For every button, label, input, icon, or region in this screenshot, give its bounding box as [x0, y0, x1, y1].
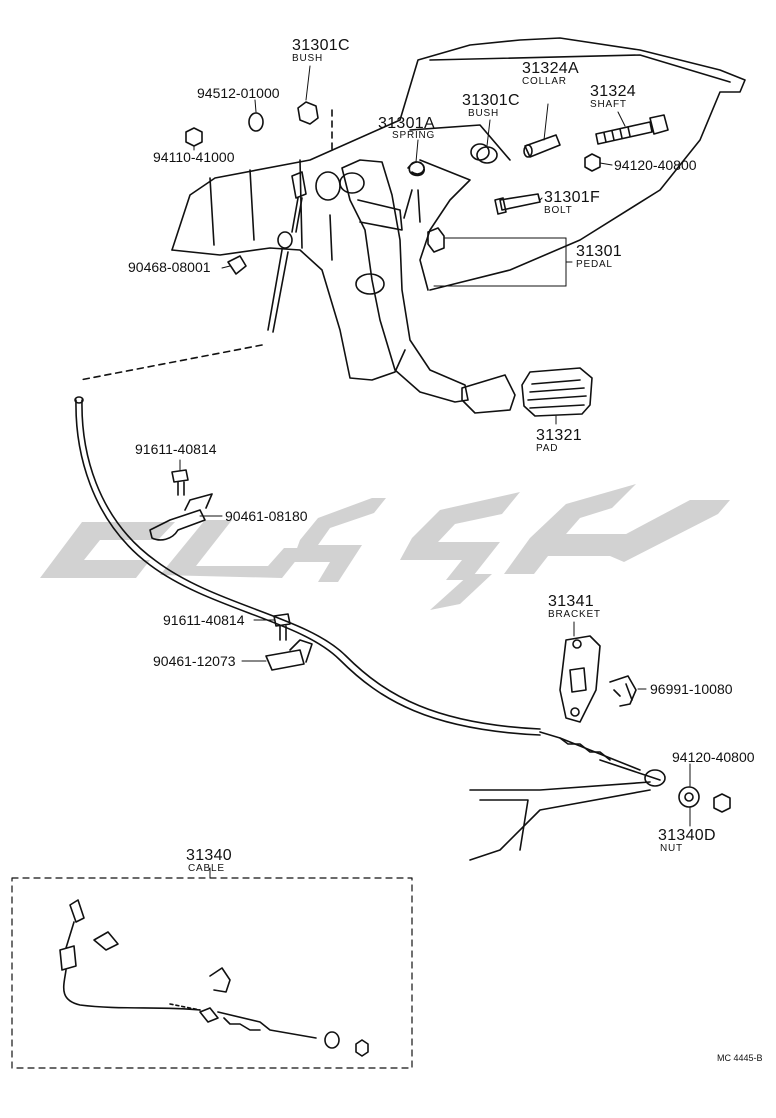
stop-bolt [494, 193, 541, 215]
shaft-nut [584, 153, 601, 172]
label-31324a: 31324A [522, 60, 579, 77]
name-31301c-mid: BUSH [468, 108, 499, 119]
nut-left [185, 127, 203, 147]
shaft-bolt [595, 114, 669, 145]
name-31324: SHAFT [590, 99, 627, 110]
bolt-91611-b [273, 613, 291, 641]
label-31340: 31340 [186, 847, 232, 864]
label-91611-a: 91611-40814 [135, 441, 217, 457]
cable-bracket [559, 635, 601, 723]
washer [248, 112, 264, 132]
label-31340d: 31340D [658, 827, 716, 844]
lock-nut [713, 793, 731, 813]
label-90461-a: 90461-08180 [225, 508, 308, 524]
figure-code: MC 4445-B [717, 1053, 763, 1063]
pedal-pad-mounted [461, 374, 516, 414]
watermark-logo [40, 484, 730, 610]
clip-90468 [227, 255, 247, 275]
clevis-rod [79, 171, 307, 381]
label-94110: 94110-41000 [153, 149, 235, 165]
label-31321: 31321 [536, 427, 582, 444]
name-31301: PEDAL [576, 259, 613, 270]
bush-mid [470, 143, 498, 164]
adjust-nut [678, 786, 700, 808]
label-94512: 94512-01000 [197, 85, 280, 101]
bush-top [297, 101, 319, 125]
release-fork [469, 781, 651, 861]
label-31324: 31324 [590, 83, 636, 100]
bolt-91611-a [171, 469, 189, 496]
name-31301c-top: BUSH [292, 53, 323, 64]
collar [523, 134, 561, 158]
label-31301c-mid: 31301C [462, 92, 520, 109]
label-31301a: 31301A [378, 115, 435, 132]
name-31301f: BOLT [544, 205, 573, 216]
retaining-clip [609, 675, 637, 707]
label-90461-b: 90461-12073 [153, 653, 236, 669]
name-31341: BRACKET [548, 609, 601, 620]
clamp-90461-a [149, 493, 213, 541]
label-94120-bot: 94120-40800 [672, 749, 755, 765]
label-94120-top: 94120-40800 [614, 157, 697, 173]
label-31301f: 31301F [544, 189, 601, 206]
label-31341: 31341 [548, 593, 594, 610]
name-31324a: COLLAR [522, 76, 567, 87]
name-31321: PAD [536, 443, 559, 454]
label-31301c-top: 31301C [292, 37, 350, 54]
clamp-90461-b [265, 639, 313, 671]
stopper [427, 227, 445, 253]
leader-lines [179, 65, 691, 879]
label-90468: 90468-08001 [128, 259, 211, 275]
name-31340d: NUT [660, 843, 683, 854]
label-31301: 31301 [576, 243, 622, 260]
return-spring [403, 161, 425, 223]
label-96991: 96991-10080 [650, 681, 733, 697]
name-31301a: SPRING [392, 130, 436, 141]
pedal-pad [521, 367, 593, 417]
cable-kit [11, 877, 413, 1069]
clutch-pedal [339, 159, 469, 403]
name-31340: CABLE [188, 863, 225, 874]
clutch-cable [74, 396, 666, 787]
label-91611-b: 91611-40814 [163, 612, 245, 628]
pedal-bracket [171, 37, 746, 381]
